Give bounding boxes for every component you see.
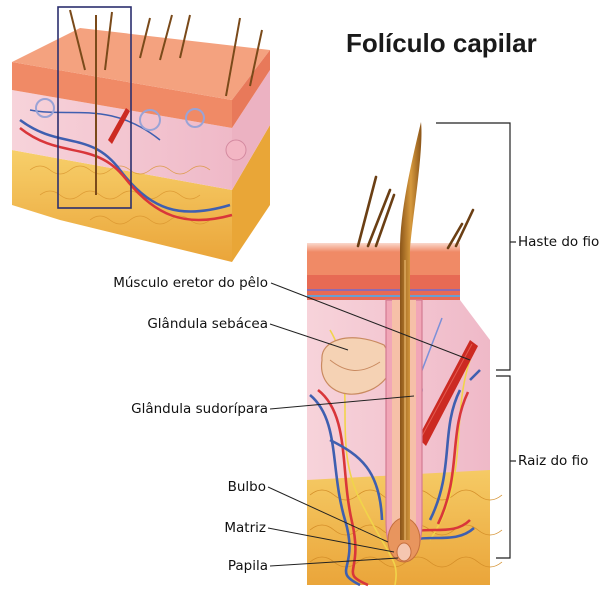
- label-matriz: Matriz: [224, 520, 266, 536]
- leader-lines: [267, 282, 471, 567]
- label-haste-do-fio: Haste do fio: [518, 234, 600, 250]
- raiz-bracket: [496, 375, 511, 559]
- label-papila: Papila: [227, 558, 268, 574]
- haste-bracket: [436, 122, 511, 371]
- highlight-box: [57, 6, 132, 209]
- label-raiz-do-fio: Raiz do fio: [518, 453, 589, 469]
- label-bulbo: Bulbo: [227, 479, 266, 495]
- follicle-detail: [307, 122, 503, 587]
- diagram-title: Folículo capilar: [346, 28, 537, 58]
- skin-block-overview: [12, 6, 270, 262]
- label-glandula-sebacea: Glândula sebácea: [147, 316, 268, 332]
- label-musculo-eretor: Músculo eretor do pêlo: [113, 275, 268, 291]
- label-glandula-sudoripara: Glândula sudorípara: [131, 401, 268, 417]
- brackets: [436, 122, 516, 559]
